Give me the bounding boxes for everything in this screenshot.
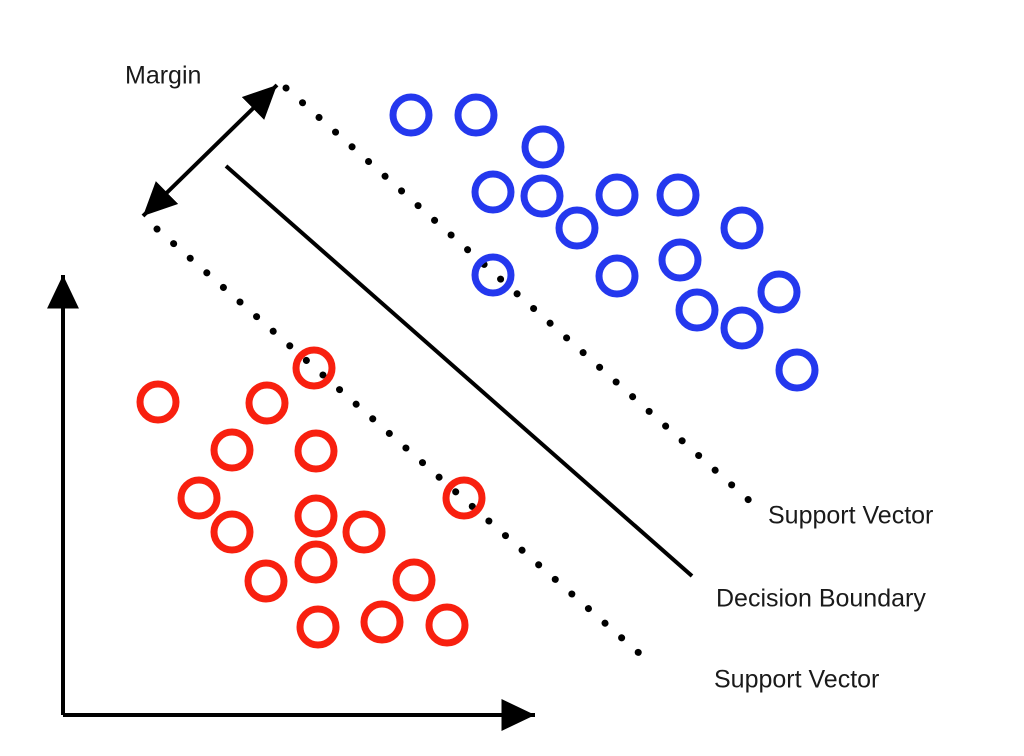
decision-boundary-line <box>224 164 694 578</box>
data-point-class-red <box>442 476 486 520</box>
data-point-class-blue <box>757 270 801 314</box>
data-points-class-red <box>136 346 486 649</box>
data-point-class-blue <box>521 125 565 169</box>
data-point-class-blue <box>471 170 515 214</box>
data-point-class-blue <box>595 173 639 217</box>
margin-label: Margin <box>125 62 201 90</box>
data-point-class-red <box>244 559 288 603</box>
data-point-class-blue <box>656 173 700 217</box>
data-point-class-red <box>360 600 404 644</box>
support-vector-upper-label: Support Vector <box>768 502 933 530</box>
data-point-class-red <box>292 346 336 390</box>
data-point-class-blue <box>471 253 515 297</box>
data-point-class-blue <box>454 93 498 137</box>
data-point-class-red <box>294 429 338 473</box>
data-point-class-red <box>296 605 340 649</box>
data-point-class-red <box>210 510 254 554</box>
data-point-class-red <box>136 380 180 424</box>
data-point-class-red <box>294 494 338 538</box>
data-point-class-red <box>294 540 338 584</box>
data-point-class-red <box>210 428 254 472</box>
data-point-class-red <box>342 510 386 554</box>
data-point-class-red <box>177 476 221 520</box>
data-point-class-blue <box>720 206 764 250</box>
data-point-class-blue <box>675 288 719 332</box>
data-point-class-blue <box>720 306 764 350</box>
support-vector-lower-label: Support Vector <box>714 666 879 694</box>
support-vector-line-upper <box>282 84 756 507</box>
data-point-class-red <box>392 558 436 602</box>
data-point-class-blue <box>555 206 599 250</box>
axes-group <box>47 274 536 731</box>
data-point-class-blue <box>595 254 639 298</box>
margin-arrow <box>141 83 279 218</box>
support-vector-line-lower <box>153 225 652 665</box>
decision-boundary-label: Decision Boundary <box>716 585 926 613</box>
data-point-class-red <box>425 603 469 647</box>
data-point-class-blue <box>658 238 702 282</box>
data-points-class-blue <box>389 93 819 392</box>
data-point-class-blue <box>775 348 819 392</box>
data-point-class-red <box>245 381 289 425</box>
support-vector-lines-group <box>153 84 756 665</box>
data-point-class-blue <box>520 174 564 218</box>
data-point-class-blue <box>389 93 433 137</box>
